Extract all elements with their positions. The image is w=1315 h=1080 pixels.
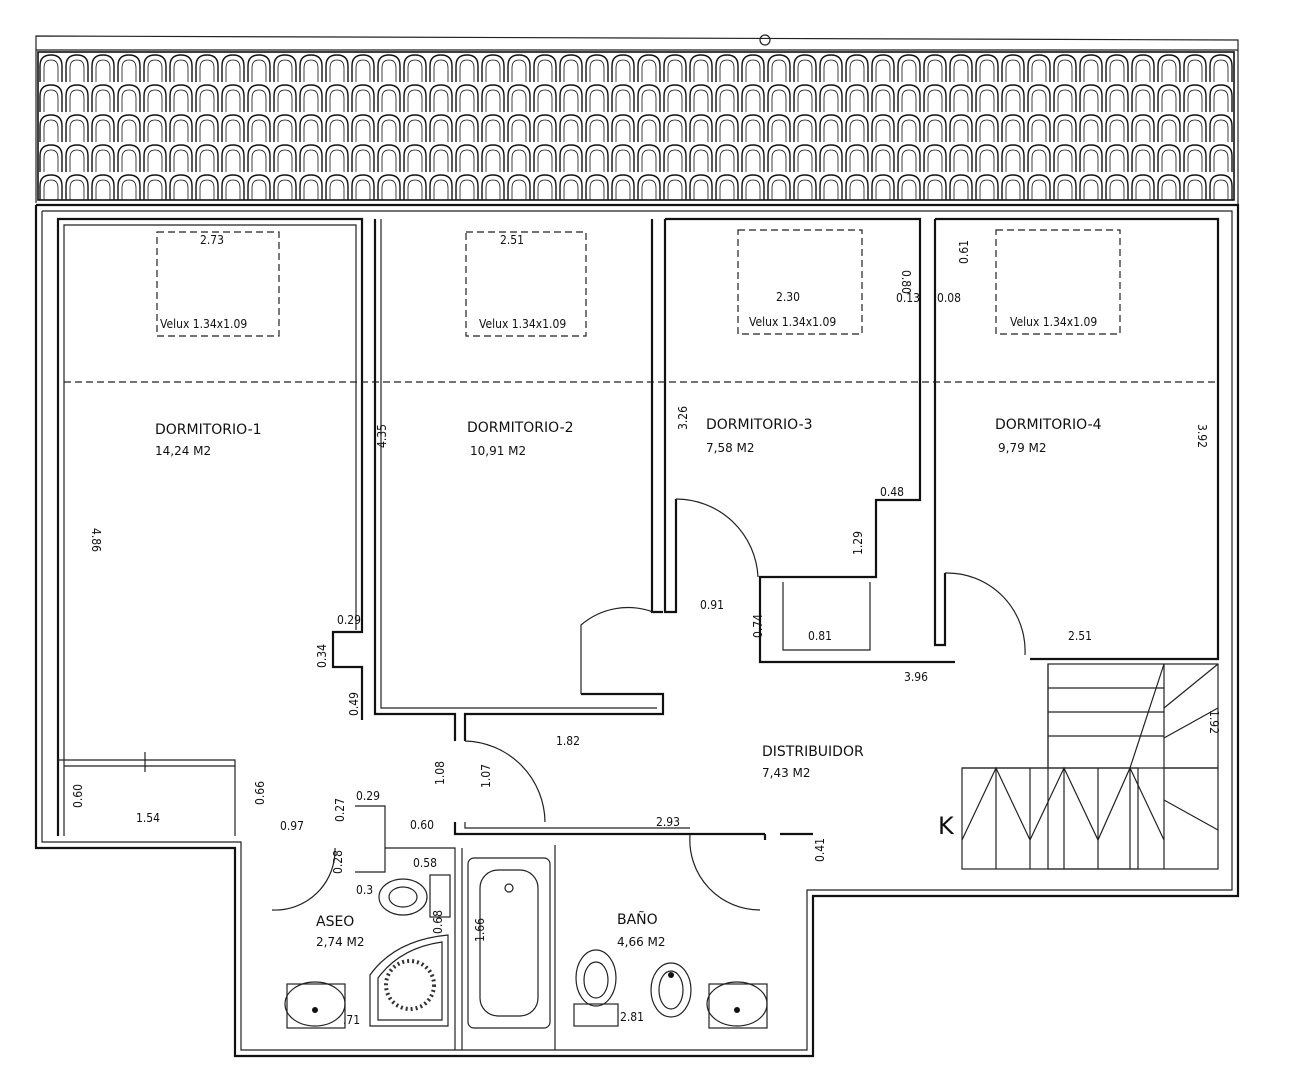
dimension-label: 4.86: [89, 528, 103, 552]
room-area: 4,66 M2: [617, 935, 666, 949]
dimension-label: 0.41: [813, 838, 827, 862]
dimension-label: 0.58: [413, 856, 437, 870]
dimension-label: 2.81: [620, 1010, 644, 1024]
skylight-labels: 2.73 Velux 1.34x1.09 2.51 Velux 1.34x1.0…: [160, 233, 1097, 331]
dimension-label: 0.74: [751, 614, 765, 638]
dimension-label: 0.3: [356, 883, 373, 897]
dimension-label: .71: [343, 1013, 360, 1027]
dimension-label: 1.82: [556, 734, 580, 748]
room-area: 2,74 M2: [316, 935, 365, 949]
dimension-label: 3.26: [676, 406, 690, 430]
room-area: 9,79 M2: [998, 441, 1047, 455]
skylight-label: Velux 1.34x1.09: [749, 315, 836, 329]
dimension-label: 2.51: [1068, 629, 1092, 643]
dimension-label: 1.54: [136, 811, 160, 825]
room-name: DORMITORIO-2: [467, 420, 574, 436]
dimension-label: 1.08: [433, 761, 447, 785]
dimension-label: 0.08: [937, 291, 961, 305]
dimension-label: 0.29: [356, 789, 380, 803]
room-name: DORMITORIO-4: [995, 417, 1102, 433]
room-area: 14,24 M2: [155, 444, 211, 458]
room-area: 7,43 M2: [762, 766, 811, 780]
dimension-label: 0.97: [280, 819, 304, 833]
dimension-label: 1.07: [479, 764, 493, 788]
fixtures: [284, 857, 768, 1029]
skylight-width: 2.30: [776, 290, 800, 304]
room-area: 7,58 M2: [706, 441, 755, 455]
dimension-label: 1.66: [473, 918, 487, 942]
roof: [35, 34, 1239, 204]
dimension-label: 0.91: [700, 598, 724, 612]
skylight-width: 2.73: [200, 233, 224, 247]
room-name: DISTRIBUIDOR: [762, 744, 864, 760]
dimension-label: 1.92: [1207, 710, 1221, 734]
dimension-label: 0.49: [347, 692, 361, 716]
dimension-label: 0.80: [899, 270, 913, 294]
dimension-label: 0.27: [333, 798, 347, 822]
dimension-label: 0.66: [253, 781, 267, 805]
dimension-label: 1.29: [851, 531, 865, 555]
dimension-labels: 0.80 0.13 0.61 0.08 4.86 4.35 3.26 3.92 …: [71, 240, 1221, 1027]
dimension-label: 3.96: [904, 670, 928, 684]
skylight-label: Velux 1.34x1.09: [479, 317, 566, 331]
dimension-label: 0.61: [957, 240, 971, 264]
room-name: DORMITORIO-3: [706, 417, 813, 433]
dimension-label: 3.92: [1195, 424, 1209, 448]
stair-arrow-mark: K: [938, 812, 955, 840]
interior-walls: [56, 217, 1220, 1050]
dimension-label: 4.35: [375, 424, 389, 448]
room-area: 10,91 M2: [470, 444, 526, 458]
dimension-label: 0.48: [880, 485, 904, 499]
skylight-width: 2.51: [500, 233, 524, 247]
dimension-label: 0.29: [337, 613, 361, 627]
door-swings: [144, 498, 1026, 911]
stairs: [961, 663, 1219, 870]
dimension-label: 0.68: [431, 910, 445, 934]
dimension-label: 0.60: [410, 818, 434, 832]
dimension-label: 0.34: [315, 644, 329, 668]
room-labels: DORMITORIO-1 14,24 M2 DORMITORIO-2 10,91…: [155, 417, 1102, 949]
skylight-label: Velux 1.34x1.09: [1010, 315, 1097, 329]
room-name: DORMITORIO-1: [155, 422, 262, 438]
room-name: ASEO: [316, 914, 354, 930]
room-name: BAÑO: [617, 911, 658, 928]
dimension-label: 0.60: [71, 784, 85, 808]
outer-walls: [34, 203, 1240, 1058]
skylights: [156, 229, 1121, 337]
dimension-label: 0.13: [896, 291, 920, 305]
dimension-label: 2.93: [656, 815, 680, 829]
dimension-label: 0.28: [331, 850, 345, 874]
skylight-label: Velux 1.34x1.09: [160, 317, 247, 331]
dimension-label: 0.81: [808, 629, 832, 643]
